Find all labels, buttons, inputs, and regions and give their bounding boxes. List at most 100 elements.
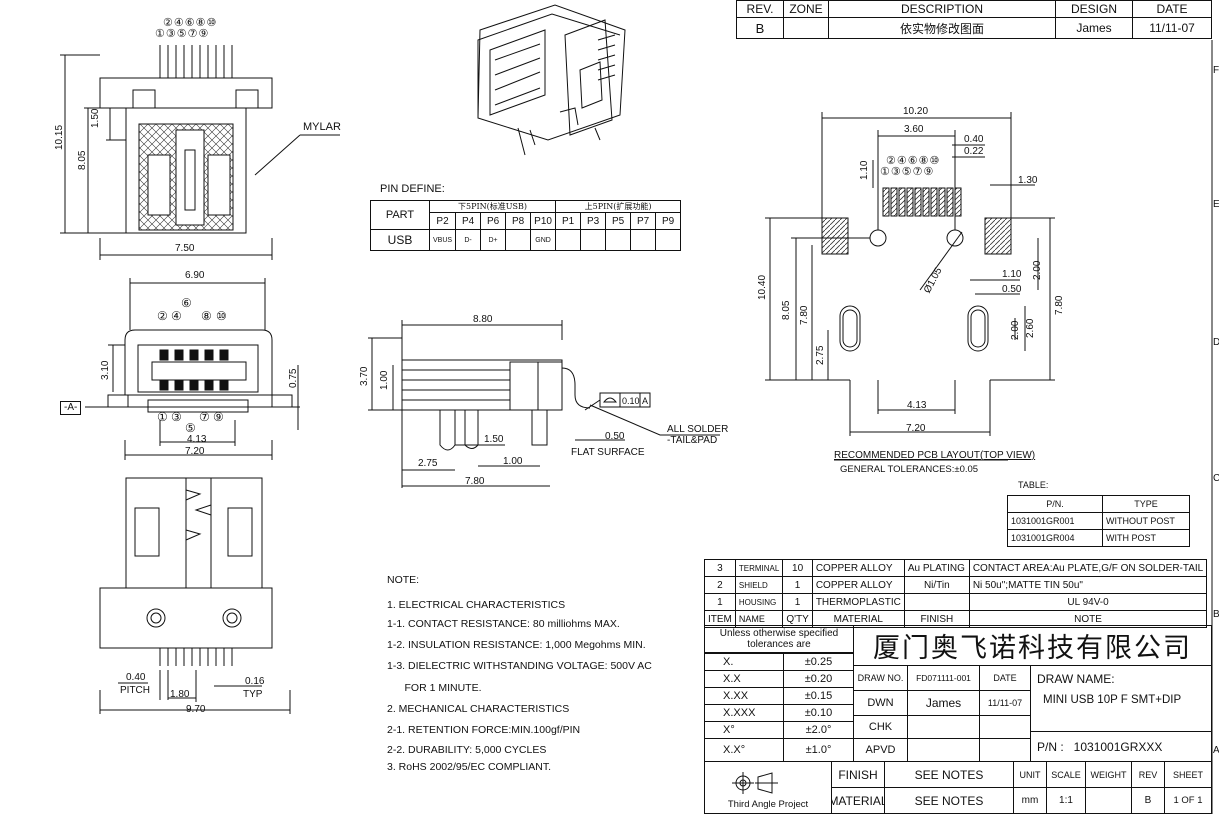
chk-label: CHK (853, 715, 908, 739)
all-solder-label: ALL SOLDER (667, 424, 729, 435)
design-header: DESIGN (1055, 0, 1133, 18)
side-dim-1-50: 1.50 (484, 434, 504, 445)
end-dim-0-75: 0.75 (288, 368, 299, 388)
pn-label: P/N : (1037, 739, 1064, 754)
mylar-label: MYLAR (303, 121, 341, 133)
rev-header: REV. (736, 0, 784, 18)
note-line: FOR 1 MINUTE. (387, 682, 482, 694)
bottom-dim-9-70: 9.70 (186, 704, 206, 715)
flat-surface-label: FLAT SURFACE (571, 447, 645, 458)
pin-value (605, 229, 632, 251)
weight-value (1085, 787, 1132, 814)
pin-value (555, 229, 582, 251)
pin-part-header: PART (370, 200, 430, 230)
pn-value: 1031001GRXXX (1073, 739, 1163, 754)
pcb-layout-view (765, 112, 1055, 461)
unit-label: UNIT (1013, 761, 1047, 788)
bom-cell: 1 (782, 576, 813, 594)
isometric-view (477, 4, 626, 156)
pin-value (505, 229, 532, 251)
pcb-dim-3-60: 3.60 (904, 124, 924, 135)
side-dim-3-70: 3.70 (359, 366, 370, 386)
draw-name-box: DRAW NAME: MINI USB 10P F SMT+DIP (1030, 665, 1212, 732)
pcb-pin-numbers-top: ②④⑥⑧⑩ (886, 155, 941, 167)
pin-value (630, 229, 657, 251)
pcb-dim-0-40: 0.40 (964, 134, 984, 145)
type-table-title: TABLE: (1018, 480, 1049, 490)
tolerance-value: ±0.15 (783, 687, 854, 705)
note-line: 1. ELECTRICAL CHARACTERISTICS (387, 599, 566, 611)
third-angle-symbol (732, 772, 778, 794)
bottom-dim-0-16: 0.16 (245, 676, 265, 687)
type-table: P/N. TYPE 1031001GR001 WITHOUT POST 1031… (1007, 495, 1190, 547)
note-line: 1-3. DIELECTRIC WITHSTANDING VOLTAGE: 50… (387, 660, 652, 672)
pin-row-label: USB (370, 229, 430, 251)
bom-header: NOTE (968, 610, 1208, 628)
note-line: 2-2. DURABILITY: 5,000 CYCLES (387, 744, 547, 756)
projection-box: Third Angle Project (704, 761, 832, 814)
side-dim-1-00-v: 1.00 (379, 370, 390, 390)
pin-header: P10 (530, 212, 557, 230)
zone-letter-c: C (1213, 473, 1219, 484)
pin-value: VBUS (428, 229, 457, 251)
pcb-pin-numbers-bottom: ①③⑤⑦⑨ (880, 166, 935, 178)
unit-value: mm (1013, 787, 1047, 814)
bom-cell: HOUSING (734, 593, 784, 611)
draw-no-label: DRAW NO. (853, 665, 908, 691)
bom-cell: CONTACT AREA:Au PLATE,G/F ON SOLDER-TAIL (968, 559, 1208, 577)
end-pin-label-1: ① (157, 410, 168, 424)
pin-group-lower: 下5PIN(标准USB) (428, 200, 557, 213)
bom-row: 3 TERMINAL 10 COPPER ALLOY Au PLATING CO… (704, 559, 1208, 577)
type-table-cell: WITHOUT POST (1102, 512, 1190, 530)
description-header: DESCRIPTION (828, 0, 1056, 18)
pcb-dim-7-80-left: 7.80 (799, 305, 810, 325)
bom-row: 2 SHIELD 1 COPPER ALLOY Ni/Tin Ni 50u";M… (704, 576, 1208, 594)
front-dim-7-50: 7.50 (175, 243, 195, 254)
note-line: 2. MECHANICAL CHARACTERISTICS (387, 703, 570, 715)
type-table-header-pn: P/N. (1007, 495, 1103, 513)
tolerance-value: ±0.10 (783, 704, 854, 722)
zone-letter-a: A (1213, 745, 1219, 756)
material-label: MATERIAL (831, 787, 885, 814)
end-pin-label-6: ⑥ (181, 296, 192, 310)
tolerance-header: Unless otherwise specified tolerances ar… (704, 625, 854, 653)
bottom-pitch-label: PITCH (120, 685, 150, 696)
bom-header: Q'TY (782, 610, 813, 628)
note-line: 2-1. RETENTION FORCE:MIN.100gf/PIN (387, 724, 581, 736)
tolerance-value: ±0.25 (783, 653, 854, 671)
bom-cell: SHIELD (734, 576, 784, 594)
pcb-dim-10-20: 10.20 (903, 106, 929, 117)
front-pin-numbers-bottom: ①③⑤⑦⑨ (155, 28, 210, 40)
dwn-date: 11/11-07 (979, 690, 1031, 716)
bom-cell: THERMOPLASTIC (811, 593, 905, 611)
zone-letter-b: B (1213, 609, 1219, 620)
tolerance-class: X.X° (704, 738, 784, 762)
pin-value: D+ (480, 229, 507, 251)
flatness-value: 0.10 (622, 396, 640, 406)
pcb-dim-2-60: 2.60 (1025, 318, 1036, 338)
bom-cell: Ni/Tin (903, 576, 970, 594)
bom-cell: 10 (782, 559, 813, 577)
date-value: 11/11-07 (1132, 17, 1212, 39)
tolerance-value: ±1.0° (783, 738, 854, 762)
end-dim-7-20: 7.20 (185, 446, 205, 457)
bom-cell: COPPER ALLOY (811, 559, 905, 577)
projection-label: Third Angle Project (727, 799, 809, 810)
pin-header: P4 (455, 212, 482, 230)
bottom-view (99, 477, 291, 714)
tail-pad-label: -TAIL&PAD (667, 435, 718, 446)
note-line: 1-2. INSULATION RESISTANCE: 1,000 Megohm… (387, 639, 646, 651)
side-dim-0-50: 0.50 (605, 431, 625, 442)
draw-name-label: DRAW NAME: (1037, 672, 1115, 686)
end-pin-label-10: ⑩ (216, 309, 227, 323)
end-dim-6-90: 6.90 (185, 270, 205, 281)
sheet-value: 1 OF 1 (1164, 787, 1212, 814)
zone-value (783, 17, 829, 39)
bom-header: MATERIAL (811, 610, 905, 628)
bom-cell: 1 (704, 593, 736, 611)
datum-a: -A- (60, 401, 82, 415)
company-name: 厦门奥飞诺科技有限公司 (853, 625, 1212, 666)
end-pin-label-7: ⑦ (199, 410, 210, 424)
type-table-cell: 1031001GR004 (1007, 529, 1103, 547)
bom-cell: 2 (704, 576, 736, 594)
